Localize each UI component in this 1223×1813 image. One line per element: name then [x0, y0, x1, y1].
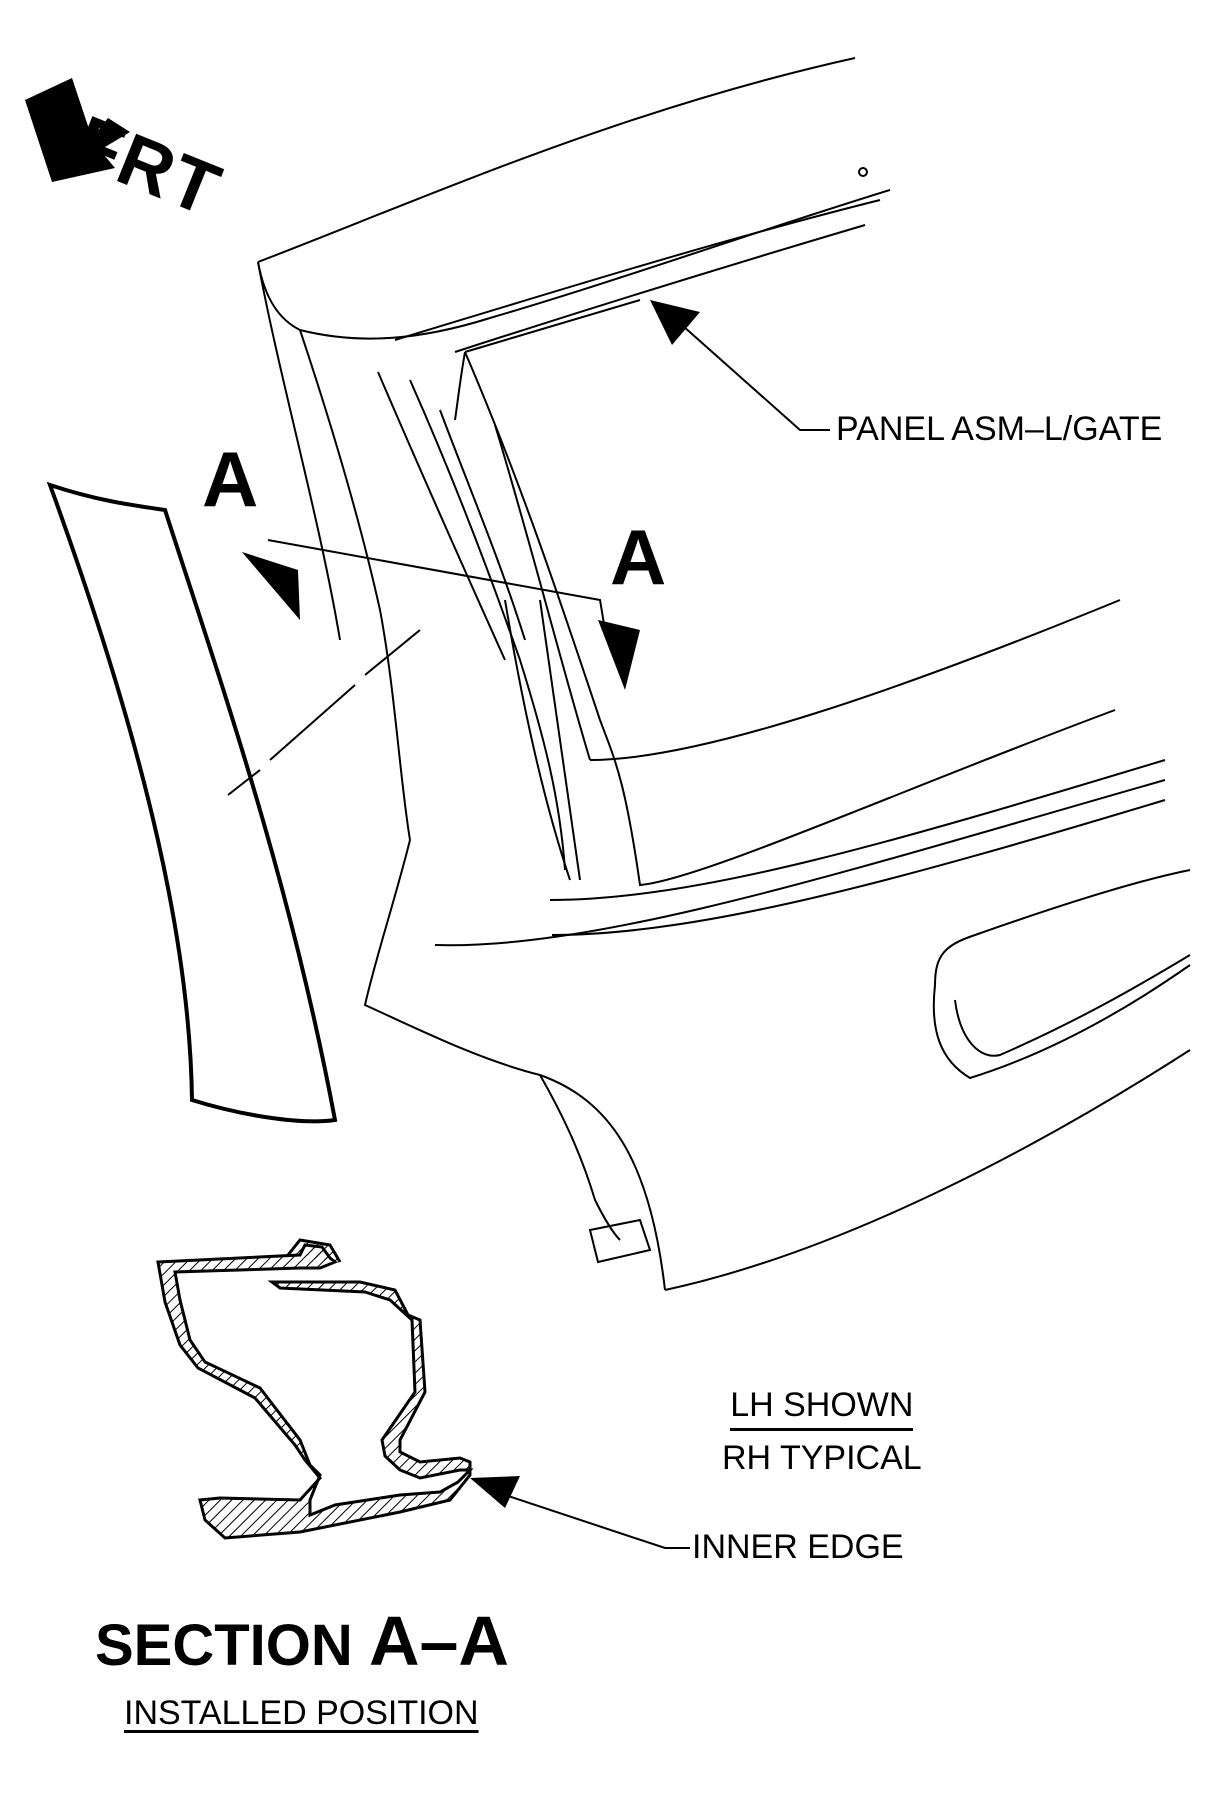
- note-line-2: RH TYPICAL: [722, 1439, 922, 1477]
- section-title: SECTION A–A: [95, 1606, 509, 1676]
- panel-leader-line: [664, 309, 830, 431]
- molding-part: [46, 481, 338, 1124]
- section-arrow-right-icon: [598, 620, 640, 690]
- panel-leader-arrow-icon: [650, 300, 700, 345]
- inner-edge-arrow-icon: [470, 1476, 520, 1508]
- section-marker-right: A: [610, 513, 667, 601]
- section-title-prefix: SECTION: [95, 1613, 353, 1678]
- section-cut-line: [267, 539, 606, 631]
- inner-edge-leader-line: [489, 1489, 690, 1549]
- note-block: LH SHOWN RH TYPICAL: [722, 1388, 922, 1475]
- front-arrow-icon: [25, 78, 130, 182]
- vehicle-body: [257, 57, 1191, 1291]
- section-marker-left: A: [202, 435, 259, 523]
- section-arrow-left-icon: [242, 552, 300, 620]
- center-line: [227, 629, 421, 796]
- section-title-id: A–A: [368, 1602, 509, 1680]
- section-profile: [156, 1238, 474, 1540]
- inner-edge-callout: INNER EDGE: [692, 1528, 904, 1566]
- subtitle: INSTALLED POSITION: [124, 1694, 479, 1732]
- note-line-1: LH SHOWN: [730, 1388, 914, 1431]
- panel-callout: PANEL ASM–L/GATE: [836, 410, 1163, 448]
